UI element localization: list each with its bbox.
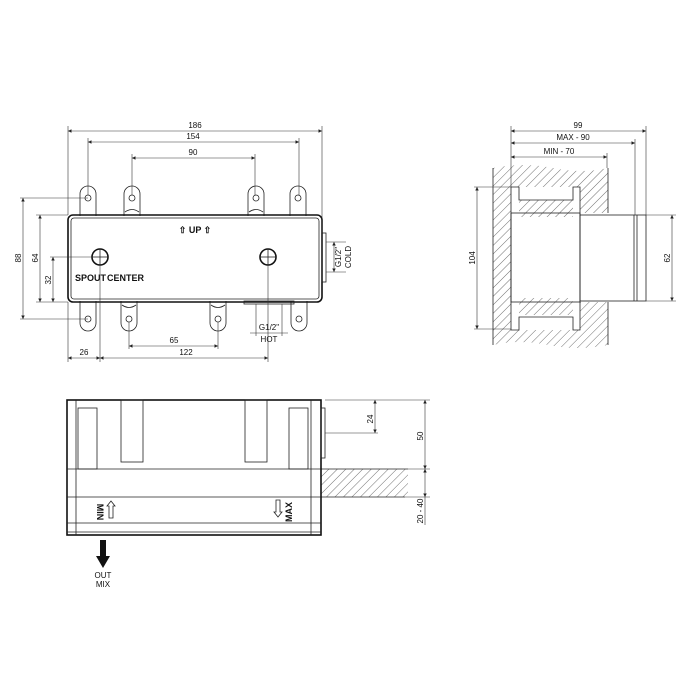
hot-connector: [243, 300, 295, 305]
dim-20-40: 20 - 40: [416, 498, 425, 523]
max-label: MAX: [284, 502, 294, 522]
mounting-tabs: [79, 185, 308, 332]
dim-90: 90: [189, 148, 198, 157]
dim-max-90: MAX - 90: [556, 133, 590, 142]
cylinder-extension: [579, 214, 647, 302]
up-label: ⇧ UP ⇧: [179, 225, 211, 235]
dim-122: 122: [179, 348, 193, 357]
dim-min-70: MIN - 70: [544, 147, 575, 156]
hot-size: G1/2": [259, 323, 279, 332]
front-dimension-labels: 186 154 90 88 64 32 65 26 122 G1/2" COLD…: [14, 121, 353, 357]
dim-50: 50: [416, 431, 425, 440]
wall-section: [321, 469, 408, 497]
dim-64: 64: [31, 253, 40, 262]
dim-62: 62: [663, 253, 672, 262]
dim-32: 32: [44, 275, 53, 284]
min-arrow-icon: [106, 500, 116, 519]
cold-connector: [321, 232, 327, 283]
center-label: CENTER: [107, 273, 145, 283]
dim-104: 104: [468, 251, 477, 265]
spout-label: SPOUT: [75, 273, 107, 283]
front-view: ⇧ UP ⇧ SPOUT CENTER: [14, 121, 353, 362]
cold-label: COLD: [344, 246, 353, 268]
dim-24: 24: [366, 414, 375, 423]
out-arrow-icon: [96, 540, 110, 568]
max-arrow-icon: [273, 499, 283, 518]
dim-186: 186: [188, 121, 202, 130]
dim-99: 99: [574, 121, 583, 130]
side-body: [66, 399, 322, 536]
dim-26: 26: [80, 348, 89, 357]
side-view: MIN MAX OUT MIX 24 50 20 - 40: [66, 399, 430, 589]
min-label: MIN: [95, 504, 105, 521]
dim-65: 65: [170, 336, 179, 345]
out-label: OUT: [95, 571, 112, 580]
hot-label: HOT: [261, 335, 278, 344]
mix-label: MIX: [96, 580, 111, 589]
flange: [510, 186, 581, 331]
section-view: 99 MAX - 90 MIN - 70 104 62: [468, 121, 676, 348]
dim-154: 154: [186, 132, 200, 141]
dim-88: 88: [14, 253, 23, 262]
cold-size: G1/2": [334, 247, 343, 267]
